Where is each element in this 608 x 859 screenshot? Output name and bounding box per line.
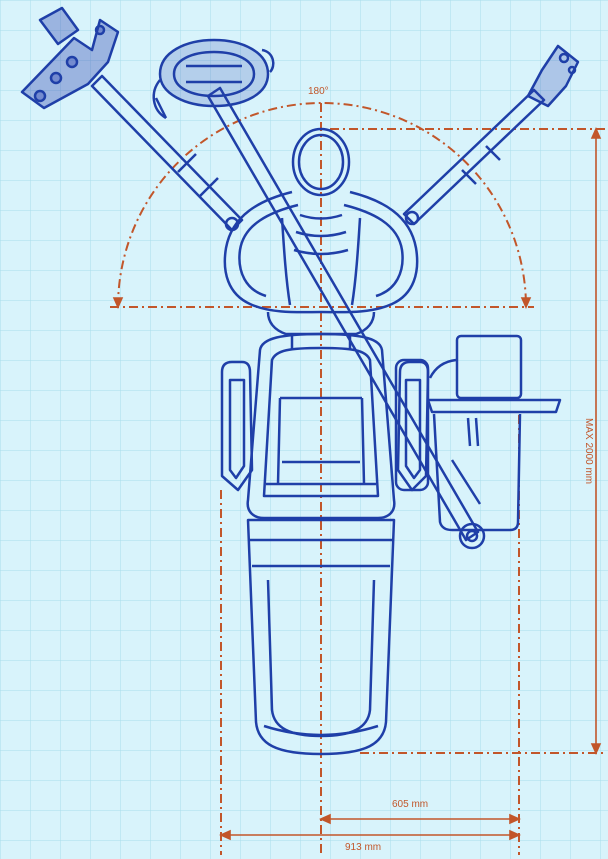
leg-rest xyxy=(246,518,396,756)
seat-frame xyxy=(246,332,396,520)
instrument-tray xyxy=(426,398,562,414)
operating-lamp xyxy=(152,38,486,550)
cuspidor-box xyxy=(455,334,523,400)
right-delivery-arm xyxy=(402,44,580,226)
left-armrest xyxy=(220,360,254,492)
left-arm-boom xyxy=(90,74,244,232)
lamp-head xyxy=(152,38,275,120)
overall-width-label: 913 mm xyxy=(345,842,382,853)
lamp-pivot xyxy=(458,522,486,550)
chair-outline xyxy=(220,127,430,756)
max-height-label: MAX 2000 mm xyxy=(583,418,594,485)
lamp-arm xyxy=(206,86,480,542)
dimension-arrows xyxy=(112,127,602,841)
dimension-lines xyxy=(110,102,605,855)
left-delivery-arm xyxy=(20,6,244,232)
headrest xyxy=(291,127,351,197)
left-instrument-head xyxy=(20,6,120,110)
angle-label: 180° xyxy=(308,86,329,97)
inner-width-label: 605 mm xyxy=(392,799,429,810)
right-arm-boom xyxy=(402,88,546,226)
swing-arc-180 xyxy=(117,102,527,308)
